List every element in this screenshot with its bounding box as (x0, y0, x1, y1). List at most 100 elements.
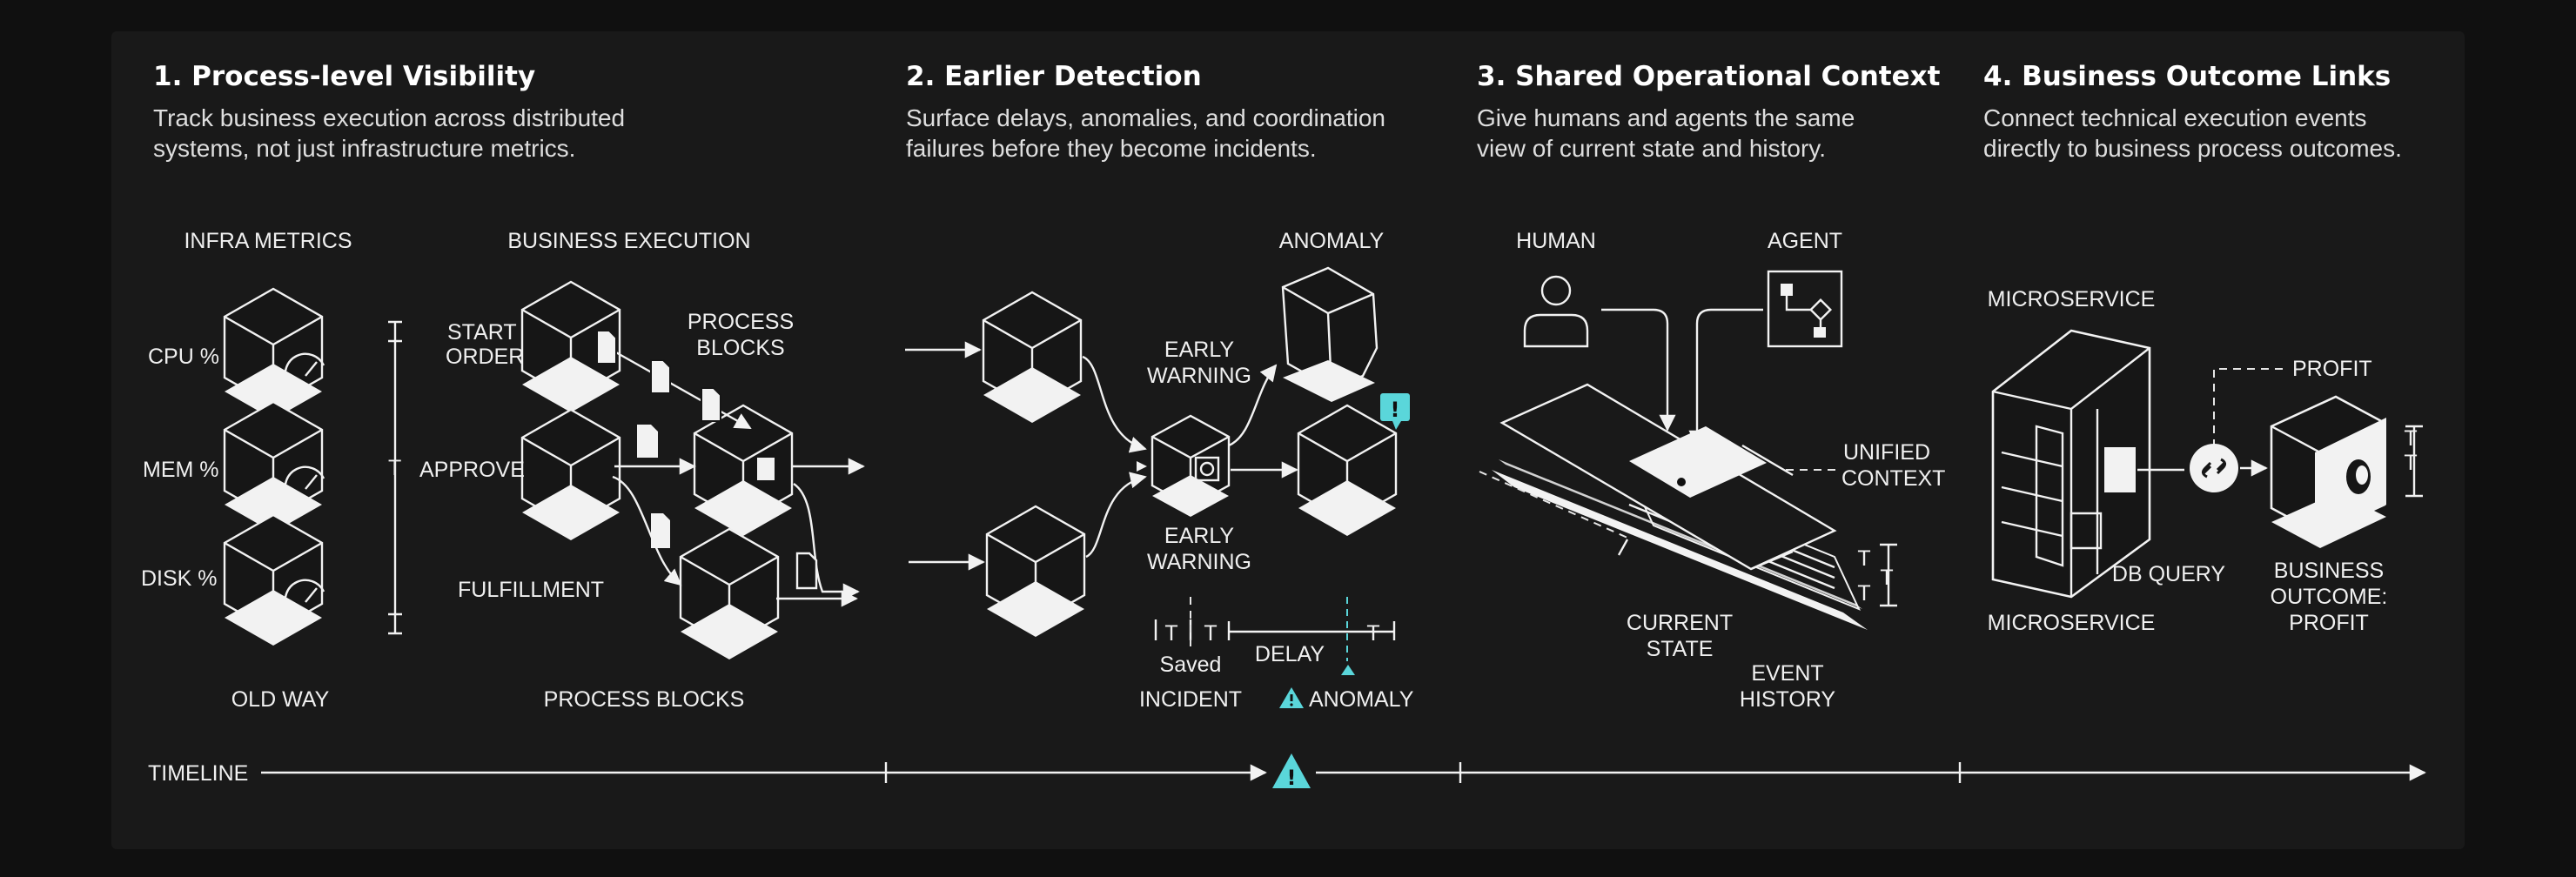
section-subtitle: view of current state and history. (1477, 135, 1826, 162)
section-1-header: 1. Process-level Visibility Track busine… (153, 61, 625, 162)
label-process-blocks: PROCESS BLOCKS (544, 687, 745, 712)
label-microservice-top: MICROSERVICE (1988, 287, 2156, 311)
timeline: TIMELINE ! (148, 753, 2426, 790)
flow-arrow (612, 475, 682, 586)
label-t: T (2404, 426, 2417, 451)
time-measure-bar (2405, 425, 2423, 498)
agent-flowchart-icon (1767, 270, 1843, 348)
label-business-outcome: BUSINESS (2274, 559, 2384, 583)
document-icon (651, 513, 670, 548)
section-subtitle: Surface delays, anomalies, and coordinat… (906, 104, 1385, 131)
label-cpu: CPU % (148, 345, 219, 369)
delay-measure-bar (1154, 619, 1396, 640)
label-business-outcome: PROFIT (2289, 611, 2369, 635)
label-saved: Saved (1160, 653, 1222, 677)
section-1-diagram: INFRA METRICS BUSINESS EXECUTION CPU % M… (141, 229, 865, 712)
label-old-way: OLD WAY (231, 687, 330, 712)
label-infra-metrics: INFRA METRICS (184, 229, 352, 253)
label-fulfillment: FULFILLMENT (458, 578, 604, 602)
section-title: 4. Business Outcome Links (1983, 61, 2391, 92)
timeline-tick (884, 762, 1962, 783)
document-icon (701, 387, 721, 422)
section-subtitle: failures before they become incidents. (906, 135, 1317, 162)
label-process-blocks-top: BLOCKS (696, 336, 784, 360)
section-2-diagram: ANOMALY ! EARLY WARNING (905, 229, 1414, 712)
label-process-blocks-top: PROCESS (688, 310, 794, 334)
label-t: T (1857, 546, 1870, 571)
label-event-history: EVENT (1751, 661, 1823, 686)
alert-triangle-icon: ! (1272, 753, 1311, 790)
label-human: HUMAN (1516, 229, 1596, 253)
section-subtitle: Track business execution across distribu… (153, 104, 625, 131)
unified-context-stack (1492, 383, 1868, 630)
label-t: T (2404, 451, 2417, 475)
label-current-state: CURRENT (1627, 611, 1733, 635)
section-4-diagram: MICROSERVICE MICROSERVICE PROFIT DB QUER… (1988, 287, 2423, 635)
label-current-state: STATE (1647, 637, 1714, 661)
label-approve: APPROVE (419, 458, 525, 482)
svg-text:!: ! (1391, 398, 1400, 422)
approve-cube-icon (520, 408, 621, 542)
flow-arrow (1601, 308, 1676, 432)
label-anomaly: ANOMALY (1309, 687, 1414, 712)
microservice-server-icon (1991, 329, 2151, 599)
dashed-guide (2213, 368, 2284, 461)
document-icon (757, 458, 775, 480)
label-early-warning: WARNING (1147, 364, 1251, 388)
business-outcome-icon (2270, 395, 2386, 548)
cube-icon (1297, 404, 1398, 538)
section-title: 3. Shared Operational Context (1477, 61, 1941, 92)
gauge-icon (284, 579, 325, 610)
gauge-icon (284, 352, 325, 384)
label-delay: DELAY (1255, 642, 1325, 666)
label-early-warning: EARLY (1164, 338, 1234, 362)
pointer-icon (1137, 461, 1147, 472)
section-title: 1. Process-level Visibility (153, 61, 535, 92)
section-subtitle: Give humans and agents the same (1477, 104, 1855, 131)
label-profit: PROFIT (2292, 357, 2372, 381)
label-t: T (388, 456, 401, 480)
section-4-header: 4. Business Outcome Links Connect techni… (1983, 61, 2402, 162)
label-microservice-bottom: MICROSERVICE (1988, 611, 2156, 635)
flow-arrow (614, 350, 752, 430)
svg-text:!: ! (1287, 766, 1297, 790)
label-t: T (1366, 621, 1379, 646)
label-start-order: START (447, 320, 517, 345)
label-incident: INCIDENT (1139, 687, 1242, 712)
document-icon (637, 425, 658, 458)
label-t: T (1164, 621, 1177, 646)
anomaly-cube-icon (1281, 266, 1379, 402)
alert-bubble-icon: ! (1380, 393, 1410, 430)
label-mem: MEM % (143, 458, 219, 482)
label-db-query: DB QUERY (2112, 562, 2225, 586)
label-t: T (1857, 581, 1870, 606)
flow-arrow (1688, 308, 1763, 447)
early-warning-cube-icon (1150, 414, 1231, 517)
human-icon (1523, 275, 1589, 348)
cube-icon (982, 291, 1083, 425)
section-subtitle: directly to business process outcomes. (1983, 135, 2402, 162)
section-subtitle: systems, not just infrastructure metrics… (153, 135, 575, 162)
label-business-execution: BUSINESS EXECUTION (507, 229, 750, 253)
fulfillment-cube-icon (679, 527, 780, 661)
flow-arrow (1085, 472, 1147, 559)
document-icon (650, 359, 671, 394)
flow-arrow (793, 483, 860, 600)
time-measure-bar (388, 320, 402, 635)
timeline-label: TIMELINE (148, 761, 248, 786)
link-icon (2190, 444, 2238, 492)
tick-mark (1617, 445, 1721, 556)
label-anomaly-top: ANOMALY (1279, 229, 1385, 253)
time-measure-bar (1880, 543, 1897, 607)
label-t: T (1204, 621, 1217, 646)
label-early-warning: WARNING (1147, 550, 1251, 574)
label-start-order: ORDER (446, 345, 524, 369)
section-2-header: 2. Earlier Detection Surface delays, ano… (906, 61, 1385, 162)
label-business-outcome: OUTCOME: (2271, 585, 2388, 609)
label-agent: AGENT (1768, 229, 1842, 253)
flow-arrow (1228, 364, 1278, 447)
document-icon (596, 330, 617, 365)
section-3-header: 3. Shared Operational Context Give human… (1477, 61, 1941, 162)
